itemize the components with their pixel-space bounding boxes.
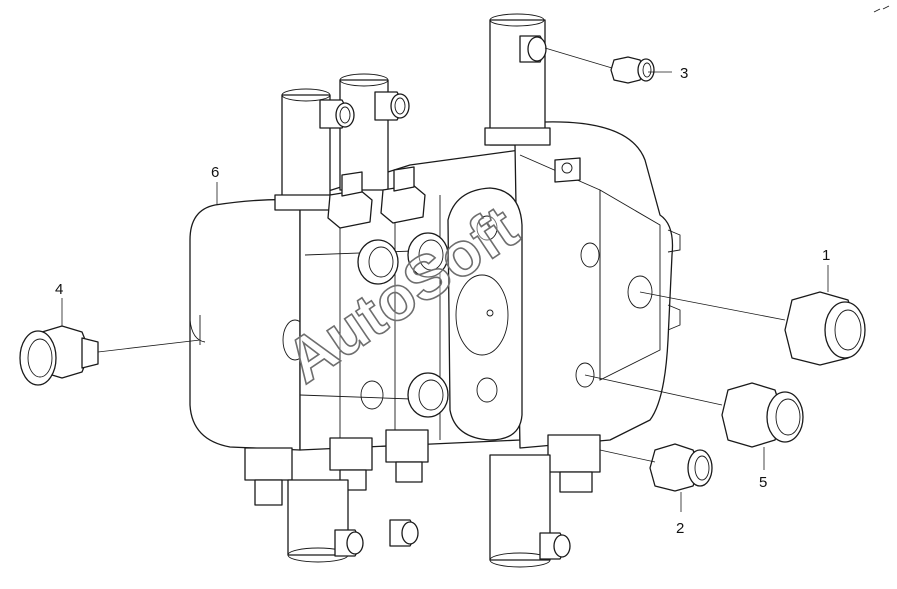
leader-2-body: [599, 449, 656, 463]
corner-mark: [873, 5, 890, 13]
solenoid-fitting-b: [374, 91, 410, 121]
left-valve-body: [189, 198, 308, 451]
leader-3-body: [544, 47, 613, 69]
leader-4-body: [97, 339, 201, 353]
callout-labels: 1 2 3 4 5 6: [55, 65, 830, 537]
callout-2: 2: [676, 520, 684, 537]
fitting-2: [649, 443, 713, 492]
center-flange: [447, 187, 523, 441]
bottom-fittings: [244, 429, 601, 506]
leader-lines: [61, 47, 829, 512]
callout-4: 4: [55, 281, 63, 298]
lower-solenoids: [287, 454, 571, 568]
fitting-3: [610, 56, 655, 84]
section-ports: [357, 232, 449, 418]
callout-1: 1: [822, 247, 830, 264]
callout-5: 5: [759, 474, 767, 491]
callout-6: 6: [211, 164, 219, 181]
leader-1-body: [639, 291, 786, 321]
right-end-cover: [489, 121, 681, 449]
leader-5-body: [584, 374, 723, 406]
top-hex-fittings: [327, 166, 426, 229]
solenoid-fitting-a: [319, 99, 355, 129]
right-body-ports: [554, 157, 600, 388]
callout-3: 3: [680, 65, 688, 82]
top-solenoid: [484, 13, 551, 146]
fitting-4: [19, 325, 99, 386]
fitting-5: [721, 382, 804, 448]
fitting-1: [784, 291, 866, 366]
